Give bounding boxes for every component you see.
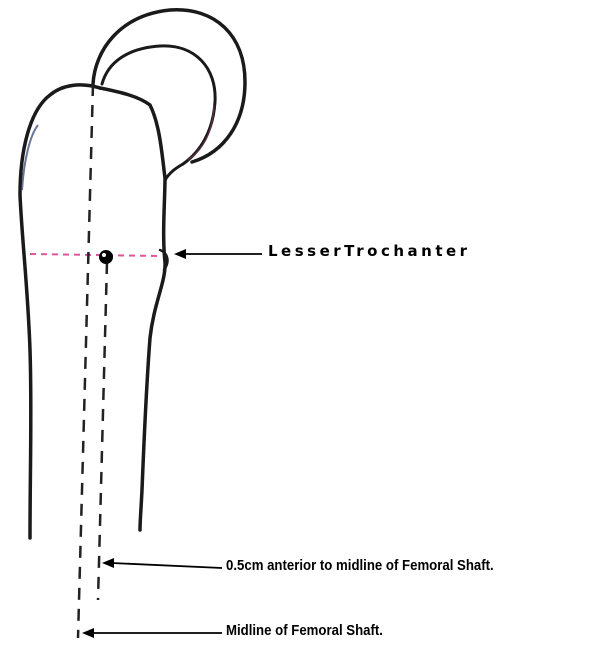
femoral-neck: [165, 164, 183, 180]
femur-left-outline: [20, 85, 100, 538]
entry-point-highlight: [102, 253, 106, 257]
midline-label: Midline of Femoral Shaft.: [226, 622, 383, 639]
anterior-dashed-line: [98, 262, 107, 600]
entry-point-marker: [99, 250, 113, 264]
femoral-head-outer: [93, 10, 245, 162]
midline-dashed-line: [78, 84, 93, 638]
lesser-trochanter-arrowhead: [174, 249, 186, 259]
femoral-head-inner: [102, 46, 215, 164]
lesser-trochanter-level-line: [30, 254, 160, 256]
anterior-offset-label: 0.5cm anterior to midline of Femoral Sha…: [226, 557, 494, 574]
midline-arrowhead: [82, 628, 94, 638]
femur-left-bluish: [22, 125, 38, 190]
anterior-arrowhead: [102, 558, 114, 568]
anterior-arrow-line: [112, 563, 222, 568]
lesser-trochanter-label: LesserTrochanter: [268, 242, 471, 260]
femur-right-outline: [100, 88, 165, 530]
